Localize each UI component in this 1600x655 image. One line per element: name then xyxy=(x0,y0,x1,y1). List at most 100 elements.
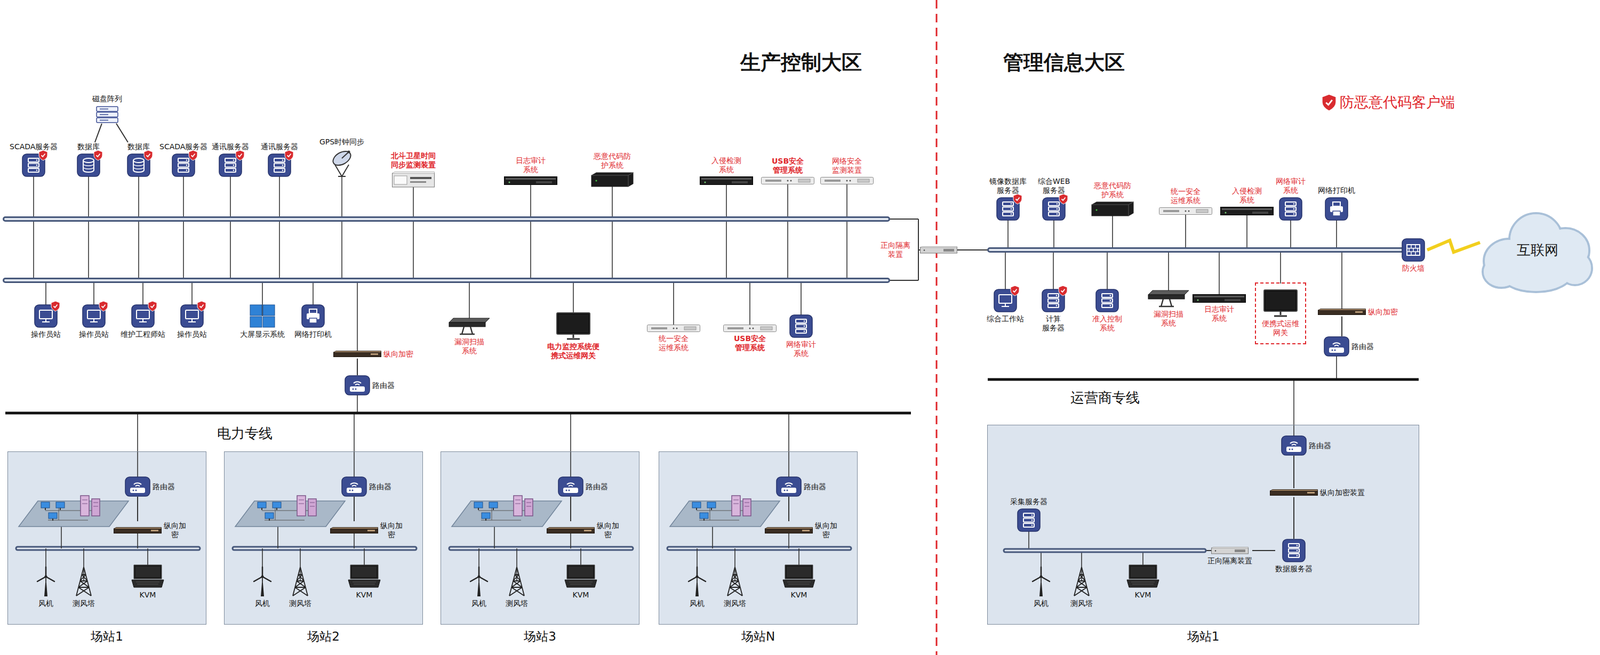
drawn-path xyxy=(197,301,206,312)
drawn-rect xyxy=(1281,436,1307,456)
device-label: 网络打印机 xyxy=(1317,186,1356,196)
drawn-line xyxy=(1185,211,1187,251)
device-node: 纵向加密装置 xyxy=(1269,488,1365,498)
drawn-circle xyxy=(1056,208,1059,210)
drawn-circle xyxy=(1188,210,1190,212)
device-label: 正向隔离 装置 xyxy=(880,241,911,260)
device-node: 数据库 xyxy=(126,142,151,178)
drawn-path xyxy=(350,565,379,580)
fan-icon xyxy=(1030,566,1052,598)
enc-icon xyxy=(330,527,379,534)
drawn-rect xyxy=(349,386,365,392)
tower-icon xyxy=(74,566,94,598)
drawn-line xyxy=(412,181,414,281)
box-symbol xyxy=(1091,201,1134,217)
iso-icon xyxy=(920,246,958,254)
router-symbol xyxy=(344,375,371,396)
drawn-path xyxy=(37,567,55,582)
drawn-use xyxy=(234,496,415,582)
station-panel: 场站1路由器纵向加 密风机测风塔KVM xyxy=(8,452,206,625)
device-node: 磁盘阵列 xyxy=(92,94,123,124)
printer-symbol xyxy=(1324,197,1349,221)
drawn-line xyxy=(33,165,35,281)
device-node: 风机 xyxy=(251,566,274,609)
station-label: 场站2 xyxy=(224,628,423,646)
device-node: 维护工程师站 xyxy=(120,304,166,340)
drawn-path xyxy=(1406,244,1420,256)
device-label: 便携式运维 网关 xyxy=(1261,319,1300,338)
drawn-circle xyxy=(1197,299,1199,302)
drawn-rect xyxy=(701,178,752,180)
drawn-circle xyxy=(1296,545,1299,547)
drawn-path xyxy=(114,527,162,530)
drawn-path xyxy=(1131,582,1155,585)
box-symbol xyxy=(590,172,634,188)
enc-icon xyxy=(333,350,382,358)
connector xyxy=(94,123,102,143)
drawn-line xyxy=(530,180,532,281)
device-node: 采集服务器 xyxy=(1010,497,1048,533)
drawn-rect xyxy=(1002,206,1014,211)
device-node: 网络打印机 xyxy=(294,304,332,340)
drawn-line xyxy=(341,177,343,281)
device-label: KVM xyxy=(572,590,590,600)
connector xyxy=(1293,497,1295,540)
drawn-path xyxy=(53,305,58,309)
device-label: 正向隔离装置 xyxy=(1207,556,1253,566)
device-label: 数据库 xyxy=(77,142,100,152)
device-node: 通讯服务器 xyxy=(260,142,299,178)
drawn-circle xyxy=(1334,349,1336,352)
srv-icon xyxy=(21,153,46,178)
drawn-rect xyxy=(795,324,807,329)
drawn-rect xyxy=(330,529,379,534)
drawn-path xyxy=(566,334,580,340)
device-label: 磁盘阵列 xyxy=(92,94,123,104)
drawn-circle xyxy=(1031,514,1034,517)
srv-icon xyxy=(171,153,196,178)
tower-symbol xyxy=(74,566,94,598)
station-label: 场站1 xyxy=(8,628,206,646)
drawn-rect xyxy=(727,327,744,330)
station-label: 场站N xyxy=(659,628,858,646)
drawn-g xyxy=(144,150,153,161)
drawn-line xyxy=(5,216,888,222)
router-icon xyxy=(1281,435,1307,456)
device-node: 纵向加密 xyxy=(1317,307,1398,317)
drawn-rect xyxy=(341,477,367,497)
drawn-circle xyxy=(349,490,351,492)
drawn-path xyxy=(1058,285,1068,296)
drawn-circle xyxy=(849,179,852,182)
drawn-circle xyxy=(1056,203,1059,205)
drawn-circle xyxy=(1056,300,1058,302)
drawn-circle xyxy=(1056,294,1058,297)
device-label: 漏洞扫描 系统 xyxy=(1153,309,1184,328)
device-label: 纵向加密装置 xyxy=(1320,488,1365,498)
drawn-rect xyxy=(556,313,590,335)
drawn-line xyxy=(353,413,355,487)
drawn-g xyxy=(99,301,108,312)
device-label: 恶意代码防 护系统 xyxy=(593,152,631,171)
u1w-symbol xyxy=(646,324,701,333)
fan-symbol xyxy=(251,566,274,598)
device-label: 测风塔 xyxy=(289,599,312,609)
device-node: 测风塔 xyxy=(289,566,312,609)
device-node: 纵向加 密 xyxy=(546,521,620,540)
pc-symbol xyxy=(82,304,106,328)
device-node: 准入控制 系统 xyxy=(1092,289,1123,333)
bd-symbol xyxy=(392,171,435,188)
device-label: 综合WEB 服务器 xyxy=(1037,177,1070,196)
drawn-circle xyxy=(1225,211,1227,214)
drawn-rect xyxy=(789,315,813,338)
enc-symbol xyxy=(546,527,595,534)
device-label: 统一安全 运维系统 xyxy=(658,334,689,353)
drawn-rect xyxy=(536,181,552,184)
device-label: 维护工程师站 xyxy=(120,330,166,340)
drawn-path xyxy=(566,565,595,580)
drawn-circle xyxy=(696,576,699,579)
drawn-rect xyxy=(1048,202,1060,206)
drawn-use xyxy=(668,496,850,582)
drawn-line xyxy=(936,0,938,655)
drawn-rect xyxy=(225,158,236,163)
drawn-path xyxy=(787,582,811,585)
drawn-rect xyxy=(274,168,285,173)
